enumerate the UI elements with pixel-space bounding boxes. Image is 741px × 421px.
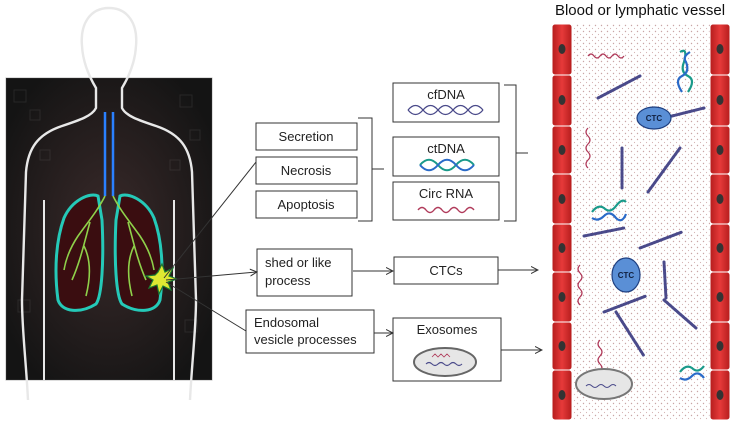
vessel-ctdna-fragments	[591, 49, 705, 381]
product-boxes: cfDNA ctDNA Circ RNA CTCs Exosomes	[392, 82, 502, 382]
patient-illustration	[5, 6, 213, 401]
cfdna-box	[392, 82, 500, 123]
apoptosis-box	[255, 190, 358, 219]
endosomal-box	[245, 309, 375, 354]
vessel-lumen	[572, 24, 710, 420]
ctdna-label: ctDNA	[427, 141, 465, 156]
ctc-cell-2-label: CTC	[618, 271, 635, 280]
apoptosis-label: Apoptosis	[277, 197, 335, 212]
shed-process-line1: shed or like	[265, 255, 331, 270]
trachea	[103, 112, 115, 196]
exosome-icon	[413, 347, 477, 377]
vessel-ctc-cell-2: CTC	[611, 257, 641, 293]
necrosis-label: Necrosis	[281, 163, 332, 178]
exosomes-label: Exosomes	[417, 322, 478, 337]
circrna-label: Circ RNA	[419, 186, 473, 201]
endosomal-line1: Endosomal	[254, 315, 319, 330]
left-lung	[54, 193, 105, 312]
bronchial-tree	[63, 195, 155, 297]
process-boxes: Secretion Necrosis Apoptosis shed or lik…	[245, 122, 375, 354]
cfdna-label: cfDNA	[427, 87, 465, 102]
cfdna-helix-icon	[407, 104, 484, 116]
illustration-background	[6, 78, 212, 380]
necrosis-box	[255, 156, 358, 185]
secretion-label: Secretion	[279, 129, 334, 144]
endosomal-line2: vesicle processes	[254, 332, 357, 347]
ctcs-label: CTCs	[429, 263, 463, 278]
vessel-rna-fragments	[577, 53, 625, 373]
blood-vessel: CTC CTC	[551, 23, 731, 421]
right-vessel-wall	[709, 23, 731, 421]
connector-lines	[163, 84, 542, 350]
shed-process-box	[256, 248, 353, 297]
left-vessel-wall	[551, 23, 573, 421]
ctc-cell-1-label: CTC	[646, 114, 663, 123]
shed-process-line2: process	[265, 273, 311, 288]
vessel-ctc-cell-1: CTC	[636, 106, 672, 130]
vessel-title: Blood or lymphatic vessel	[555, 2, 725, 19]
ctdna-helix-icon	[419, 158, 475, 172]
secretion-box	[255, 122, 358, 151]
vessel-dna-fragments	[582, 74, 706, 358]
right-lung	[113, 193, 164, 312]
circrna-wave-icon	[417, 206, 475, 214]
body-silhouette	[20, 6, 198, 401]
circrna-box	[392, 181, 500, 221]
vessel-exosome	[575, 368, 633, 400]
